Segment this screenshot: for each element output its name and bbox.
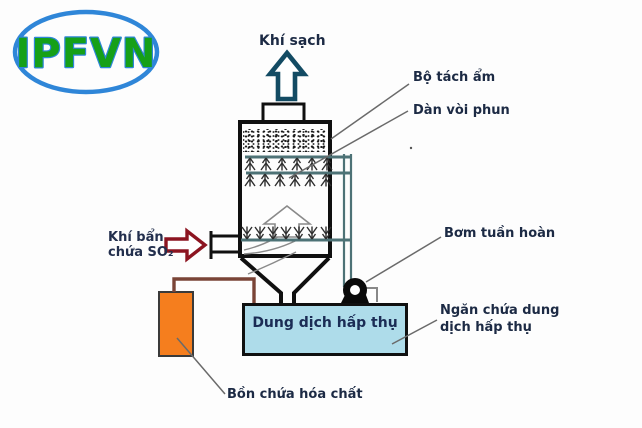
logo-text: IPFVN bbox=[16, 31, 157, 77]
dirty-gas-label: Khí bẩn chứa SO₂ bbox=[108, 230, 174, 260]
stray-dot bbox=[409, 146, 413, 150]
logo-ellipse bbox=[12, 9, 160, 95]
reservoir-line2: dịch hấp thụ bbox=[440, 320, 532, 335]
recirculation-riser-pipe bbox=[342, 154, 353, 287]
tower-funnel bbox=[238, 254, 332, 304]
leader-pump bbox=[365, 236, 442, 283]
reservoir-line1: Ngăn chứa dung bbox=[440, 303, 560, 318]
ipfvn-logo: IPFVN bbox=[12, 9, 160, 95]
scrubber-tower-body bbox=[238, 120, 332, 258]
chemical-tank-label: Bồn chứa hóa chất bbox=[227, 387, 363, 402]
clean-gas-up-arrow-icon bbox=[265, 49, 309, 102]
dirty-gas-line1: Khí bẩn bbox=[108, 230, 164, 245]
spray-header-label: Dàn vòi phun bbox=[413, 103, 510, 118]
dirty-gas-line2: chứa SO₂ bbox=[108, 245, 174, 260]
tower-outlet-stub bbox=[261, 102, 306, 121]
solution-tank-label: Dung dịch hấp thụ bbox=[252, 315, 398, 331]
chemical-storage-tank bbox=[158, 291, 194, 357]
pump-label: Bơm tuần hoàn bbox=[444, 226, 556, 241]
gas-inlet-pipe bbox=[209, 231, 241, 259]
leader-demister bbox=[330, 83, 410, 140]
clean-gas-label: Khí sạch bbox=[259, 33, 326, 49]
circulation-pump bbox=[341, 278, 369, 303]
demister-packing-band bbox=[243, 129, 327, 152]
reservoir-label: Ngăn chứa dung dịch hấp thụ bbox=[440, 302, 559, 336]
pump-suction-pipe bbox=[364, 287, 378, 302]
demister-label: Bộ tách ẩm bbox=[413, 70, 496, 85]
